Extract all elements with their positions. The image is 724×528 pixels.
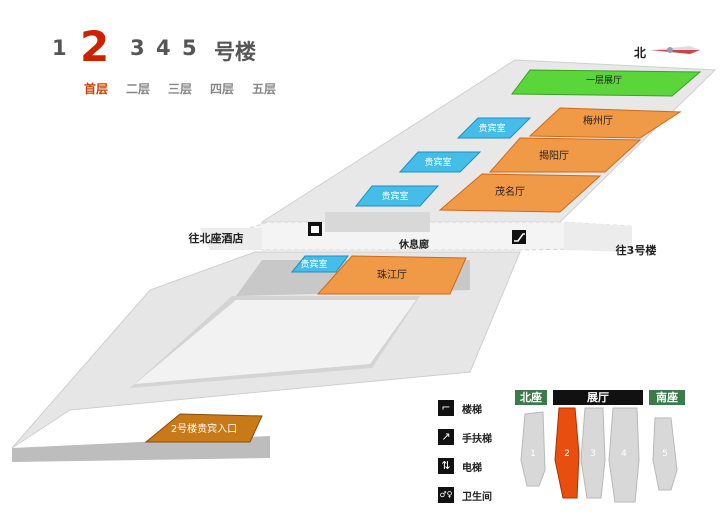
key-block-label-3: 3 bbox=[590, 449, 596, 459]
key-header-north: 北座 bbox=[515, 390, 547, 405]
service-block bbox=[325, 212, 430, 232]
hall-vip3[interactable] bbox=[354, 185, 440, 207]
floor-tab-4[interactable]: 四层 bbox=[210, 82, 235, 96]
key-block-label-4: 4 bbox=[621, 449, 627, 459]
key-header-south: 南座 bbox=[649, 390, 685, 405]
hall-vip1[interactable] bbox=[456, 117, 532, 139]
building-tab-2[interactable]: 2 bbox=[80, 22, 110, 71]
hall-label-vip1: 贵宾室 bbox=[478, 122, 505, 134]
hall-label-vip2: 贵宾室 bbox=[424, 156, 451, 168]
floor-tab-2[interactable]: 二层 bbox=[126, 82, 151, 96]
corridor-label: 休息廊 bbox=[398, 238, 429, 251]
key-header-hall: 展厅 bbox=[553, 390, 643, 405]
hall-entrance[interactable] bbox=[144, 413, 263, 443]
building-tab-4[interactable]: 4 bbox=[156, 36, 171, 60]
hall-label-yiceng: 一层展厅 bbox=[586, 75, 622, 86]
hall-vip2[interactable] bbox=[398, 151, 482, 173]
hall-label-meizhou: 梅州厅 bbox=[583, 114, 613, 127]
legend-item-restroom: ♂♀ 卫生间 bbox=[438, 487, 518, 505]
legend-label-stairs: 楼梯 bbox=[462, 405, 482, 416]
building-tab-3[interactable]: 3 bbox=[130, 36, 145, 60]
key-block-4[interactable] bbox=[608, 407, 640, 503]
elevator-icon: ⇅ bbox=[438, 458, 454, 474]
hall-maoming[interactable] bbox=[438, 173, 602, 213]
to-building3-label: 往3号楼 bbox=[616, 243, 657, 257]
hall-meizhou[interactable] bbox=[528, 107, 682, 139]
building-tab-5[interactable]: 5 bbox=[182, 36, 197, 60]
legend-label-restroom: 卫生间 bbox=[462, 492, 492, 503]
key-block-1[interactable] bbox=[520, 411, 546, 487]
hall-label-entrance: 2号楼贵宾入口 bbox=[171, 422, 237, 435]
floor-tab-5[interactable]: 五层 bbox=[252, 82, 277, 96]
stairs-icon: ⌐ bbox=[438, 400, 454, 416]
hall-zhujiang[interactable] bbox=[316, 255, 467, 295]
key-block-label-2: 2 bbox=[564, 449, 570, 459]
legend-label-escalator: 手扶梯 bbox=[462, 434, 492, 445]
escalator-icon: ↗ bbox=[438, 429, 454, 445]
escalator-icon bbox=[512, 230, 526, 244]
floor-tab-3[interactable]: 三层 bbox=[168, 82, 193, 96]
hall-label-maoming: 茂名厅 bbox=[495, 185, 525, 198]
atrium-inner bbox=[135, 300, 416, 384]
key-block-label-1: 1 bbox=[530, 449, 536, 459]
legend-item-elevator: ⇅ 电梯 bbox=[438, 458, 518, 476]
legend-item-stairs: ⌐ 楼梯 bbox=[438, 400, 518, 418]
building-tab-1[interactable]: 1 bbox=[52, 36, 67, 60]
hall-label-vip4: 贵宾室 bbox=[300, 258, 327, 270]
hall-jieyang[interactable] bbox=[488, 137, 642, 173]
hall-label-vip3: 贵宾室 bbox=[381, 190, 408, 202]
hall-label-jieyang: 揭阳厅 bbox=[539, 149, 569, 162]
hall-vip4[interactable] bbox=[290, 255, 349, 273]
key-block-label-5: 5 bbox=[662, 449, 668, 459]
legend-label-elevator: 电梯 bbox=[462, 463, 482, 474]
key-block-3[interactable] bbox=[580, 407, 606, 499]
elevator-icon bbox=[308, 222, 322, 236]
corridor-to-b3 bbox=[564, 222, 632, 252]
compass-icon bbox=[650, 46, 700, 54]
restroom-icon: ♂♀ bbox=[438, 487, 454, 503]
key-block-5[interactable] bbox=[652, 417, 678, 491]
hall-yiceng[interactable] bbox=[511, 69, 702, 97]
hall-label-zhujiang: 珠江厅 bbox=[377, 268, 407, 281]
key-blocks: 1 2 3 4 5 bbox=[520, 407, 678, 503]
corridor-to-north bbox=[200, 228, 262, 250]
floor-tab-1[interactable]: 首层 bbox=[84, 82, 109, 96]
building-key: 北座 展厅 南座 1 2 3 4 5 bbox=[515, 390, 687, 508]
building-suffix: 号楼 bbox=[214, 40, 256, 64]
compass-label: 北 bbox=[634, 46, 647, 60]
legend-item-escalator: ↗ 手扶梯 bbox=[438, 429, 518, 447]
to-north-hotel-label: 往北座酒店 bbox=[189, 231, 244, 245]
key-block-2[interactable] bbox=[554, 407, 580, 499]
